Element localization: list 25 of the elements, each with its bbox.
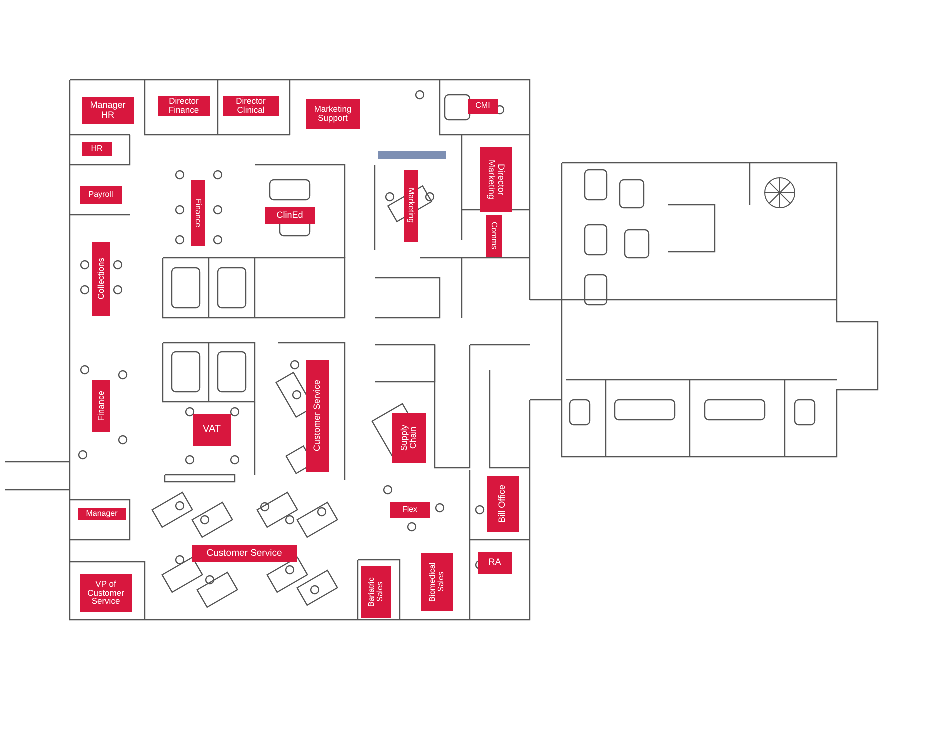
room-label: Flex [390, 502, 430, 518]
room-label: RA [478, 552, 512, 574]
room-label: CMI [468, 99, 498, 114]
room-label: Director Finance [158, 96, 210, 116]
room-label: Collections [92, 242, 110, 316]
room-label: Manager HR [82, 97, 134, 124]
room-label: Marketing Support [306, 99, 360, 129]
room-label: Customer Service [192, 545, 297, 562]
room-label: Finance [92, 380, 110, 432]
room-label: Biomedical Sales [421, 553, 453, 611]
room-label: Comms [486, 215, 502, 257]
room-label: Manager [78, 508, 126, 520]
room-label: Supply Chain [392, 413, 426, 463]
room-label: ClinEd [265, 207, 315, 224]
room-label: Marketing [404, 170, 418, 242]
room-label: VP of Customer Service [80, 574, 132, 612]
room-label: Customer Service [306, 360, 329, 472]
room-label: VAT [193, 414, 231, 446]
room-label: Payroll [80, 186, 122, 204]
room-label: Bill Office [487, 476, 519, 532]
room-label: Finance [191, 180, 205, 246]
room-label: Bariatric Sales [361, 566, 391, 618]
room-label: Director Clinical [223, 96, 279, 116]
room-label: Director Marketing [480, 147, 512, 212]
room-label: HR [82, 142, 112, 156]
